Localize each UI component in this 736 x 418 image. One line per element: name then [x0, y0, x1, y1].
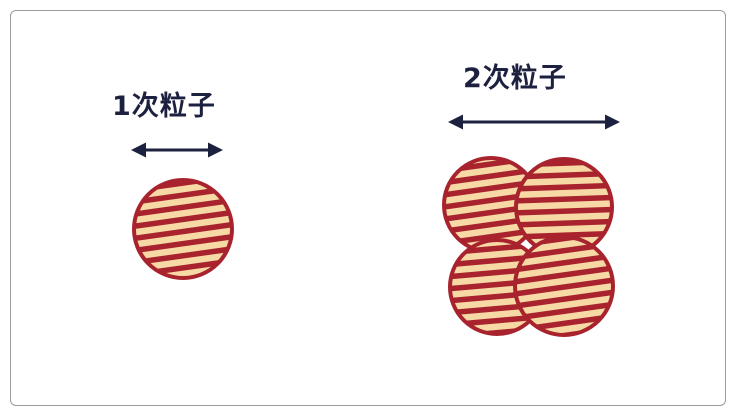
- secondary-particle: [442, 156, 615, 337]
- secondary-particle-label: 2次粒子: [463, 63, 567, 94]
- agglomerated-particle-bottom-right: [513, 235, 615, 337]
- primary-particle-label: 1次粒子: [112, 91, 216, 122]
- primary-particle: [132, 178, 234, 280]
